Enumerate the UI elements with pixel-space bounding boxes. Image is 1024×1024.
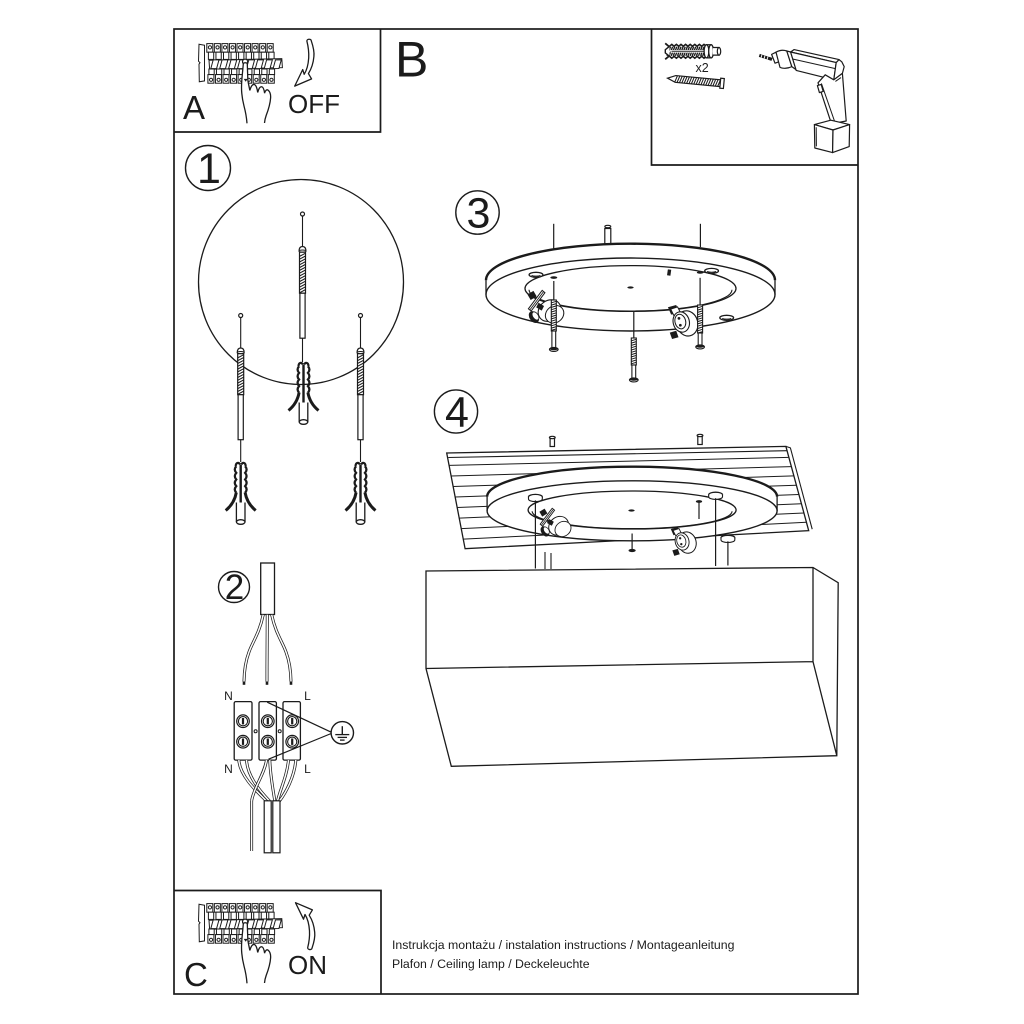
svg-text:N: N [224,762,233,776]
svg-text:1: 1 [197,145,221,193]
svg-text:N: N [224,689,233,703]
svg-text:OFF: OFF [288,89,340,119]
svg-text:3: 3 [467,190,491,238]
svg-text:C: C [184,956,208,993]
svg-text:ON: ON [288,950,327,980]
svg-text:B: B [395,32,428,88]
svg-text:Instrukcja montażu / instalati: Instrukcja montażu / instalation instruc… [392,938,735,952]
svg-text:L: L [304,689,311,703]
svg-text:2: 2 [225,568,244,607]
svg-text:A: A [183,89,205,126]
svg-text:x2: x2 [696,61,709,75]
svg-text:L: L [304,762,311,776]
svg-text:4: 4 [445,389,469,437]
svg-text:Plafon / Ceiling lamp / Deckel: Plafon / Ceiling lamp / Deckeleuchte [392,957,590,971]
